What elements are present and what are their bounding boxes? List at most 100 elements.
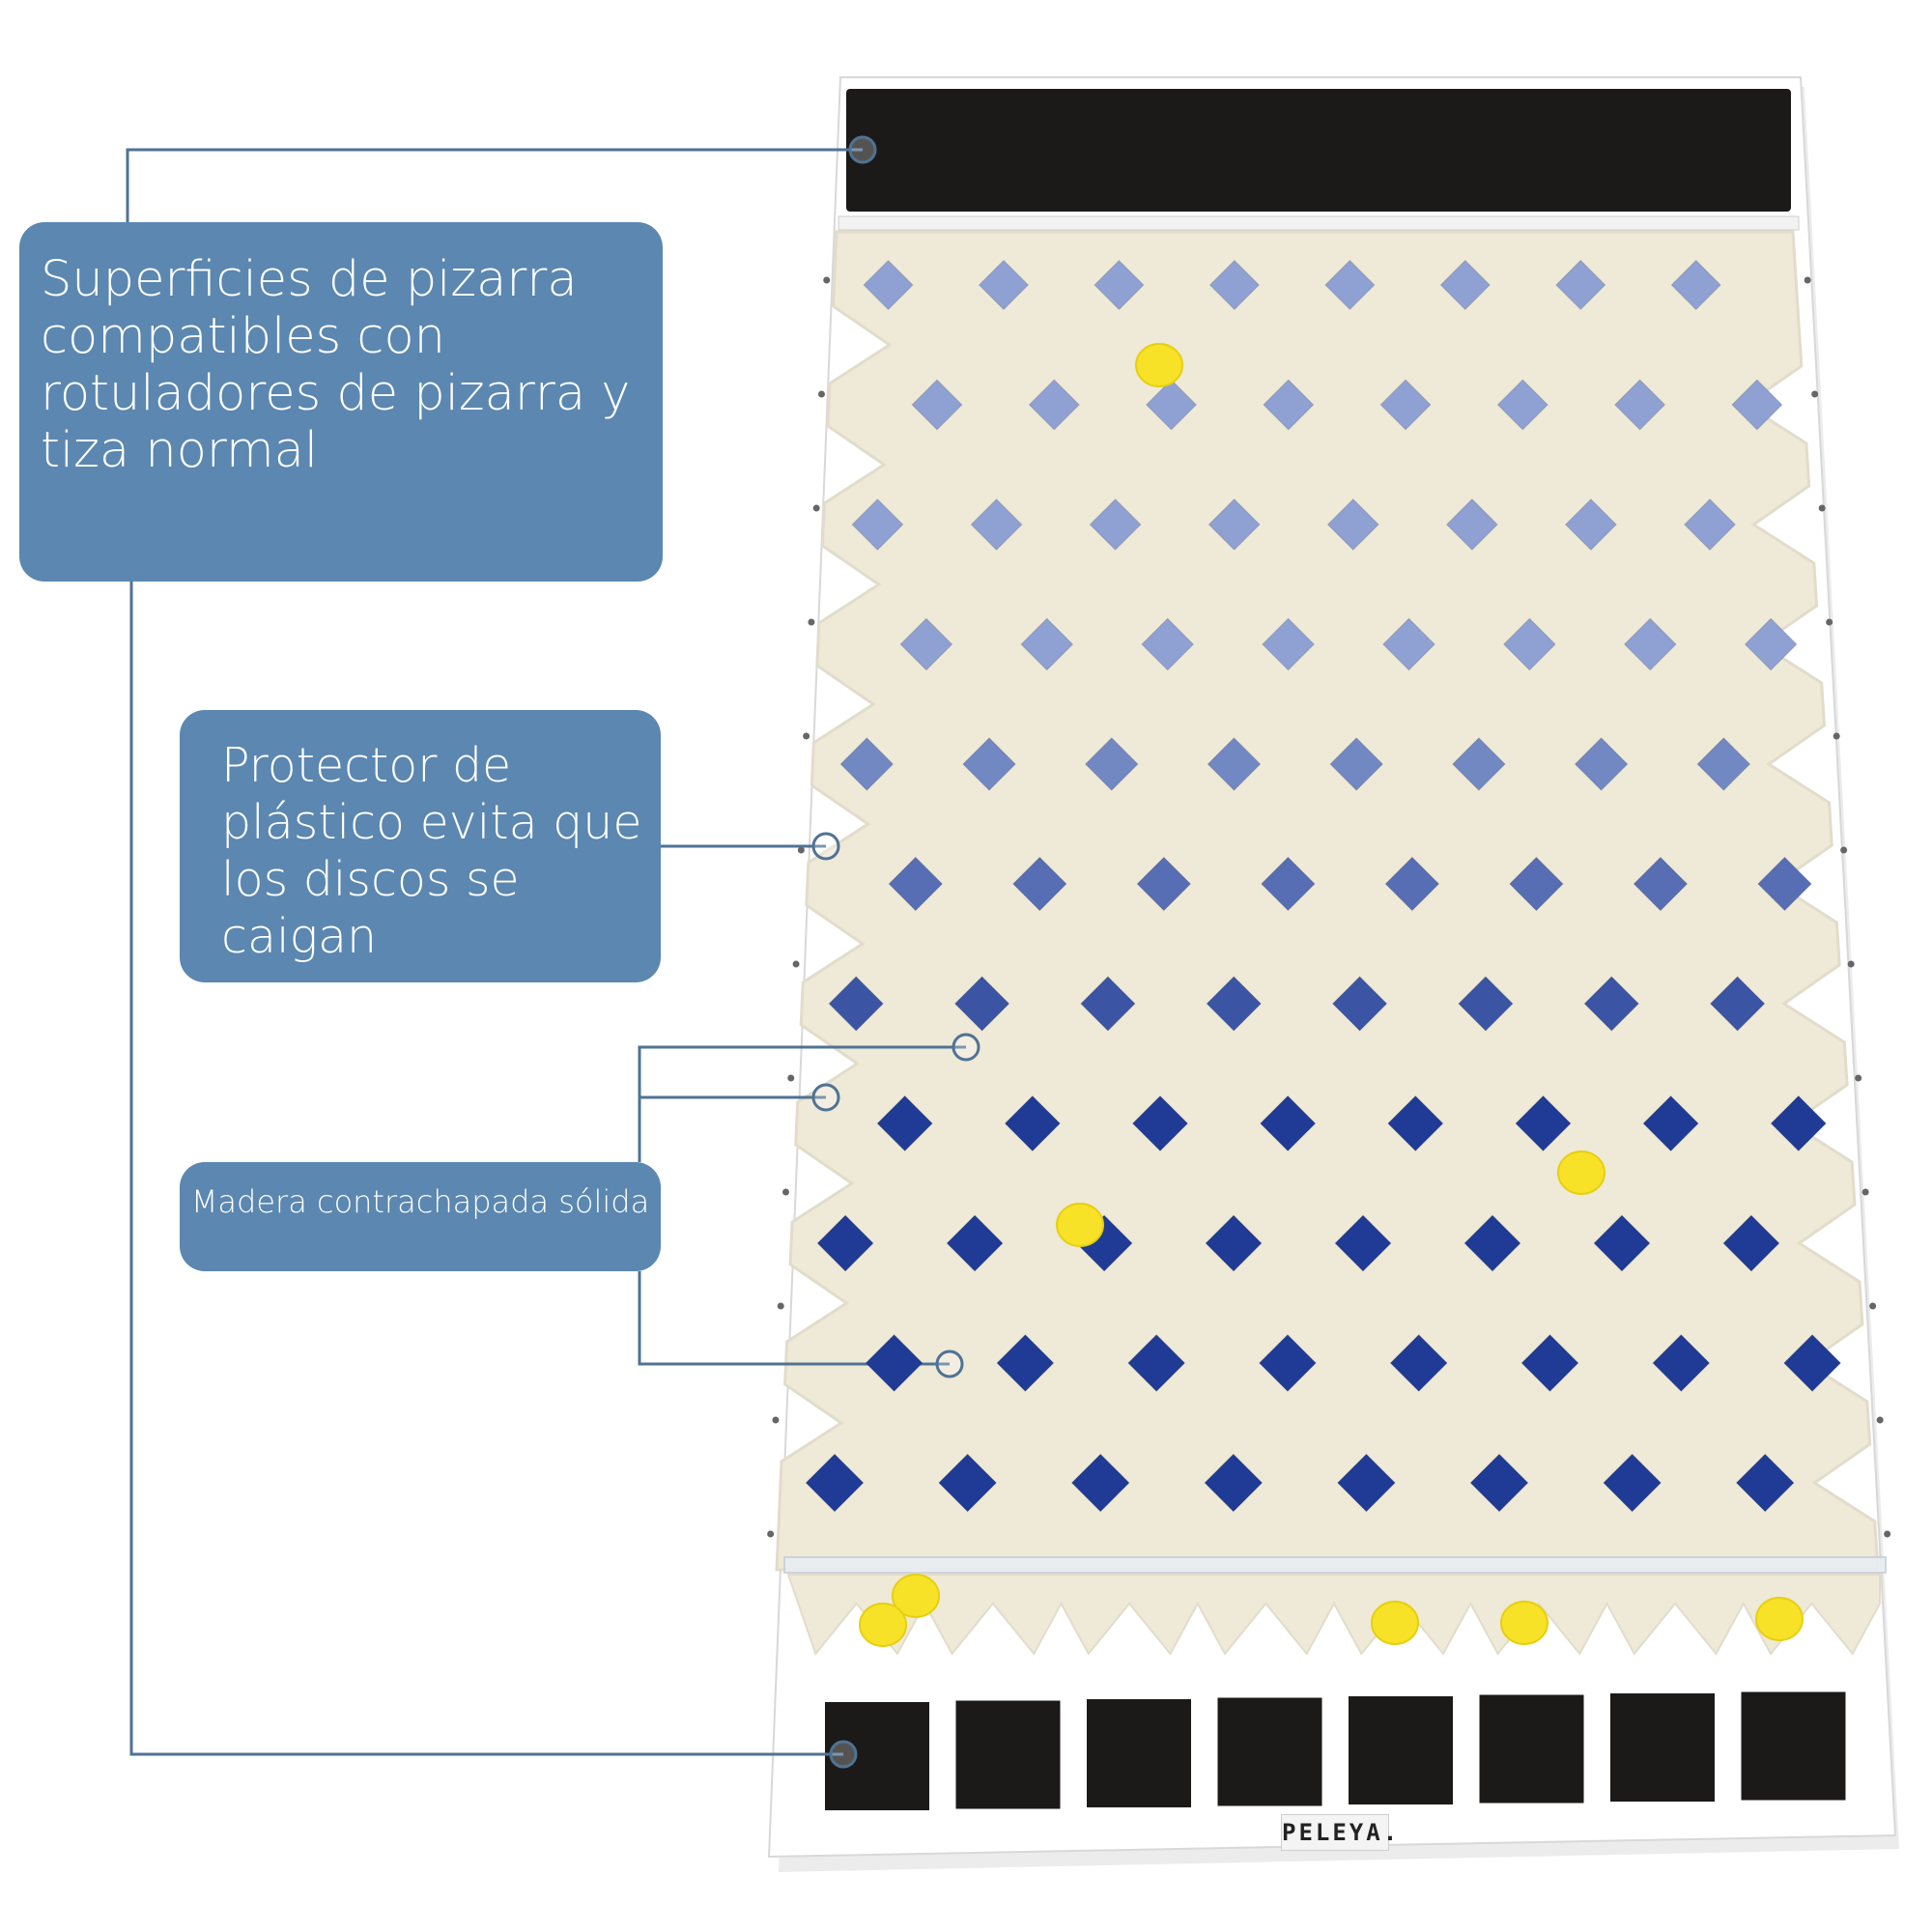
- peg: [1614, 379, 1666, 431]
- leader-line: [638, 1271, 950, 1366]
- peg: [1520, 1334, 1579, 1392]
- slot-area: [786, 1574, 1881, 1657]
- peg: [1389, 1334, 1448, 1393]
- score-chalkboard-6: [1479, 1694, 1584, 1804]
- peg: [839, 737, 895, 791]
- peg: [1028, 379, 1080, 431]
- peg: [1783, 1334, 1842, 1392]
- screw: [777, 1302, 784, 1310]
- callout-markers: [811, 135, 980, 1769]
- peg: [1387, 1094, 1444, 1152]
- peg: [1382, 617, 1435, 671]
- disc: [859, 1603, 907, 1647]
- leader-lines: [126, 148, 966, 1756]
- peg: [1709, 976, 1766, 1032]
- peg: [876, 1094, 933, 1152]
- peg: [911, 379, 963, 431]
- peg: [1509, 856, 1564, 912]
- callout-marker: [829, 1740, 858, 1769]
- peg: [1555, 259, 1606, 311]
- disc: [1500, 1601, 1548, 1645]
- disc: [1371, 1601, 1419, 1645]
- peg: [1324, 259, 1376, 311]
- callout-plywood-text: Madera contrachapada sólida: [190, 1183, 650, 1220]
- peg: [1744, 617, 1798, 671]
- callout-marker: [952, 1033, 980, 1062]
- peg: [899, 617, 953, 671]
- screw: [797, 846, 805, 854]
- peg: [828, 976, 884, 1032]
- score-chalkboard-7: [1610, 1693, 1715, 1802]
- peg: [1205, 1214, 1263, 1272]
- disc: [1056, 1203, 1104, 1247]
- brand-logo: PELEYA.: [1281, 1814, 1397, 1851]
- screw: [808, 618, 815, 626]
- peg: [1384, 856, 1440, 912]
- screw: [772, 1416, 780, 1424]
- peg: [1094, 259, 1145, 311]
- callout-plastic-guard-text: Protector de plástico evita que los disc…: [221, 738, 642, 964]
- peg: [996, 1333, 1055, 1392]
- peg: [962, 737, 1016, 791]
- peg: [1574, 737, 1629, 791]
- peg: [1012, 856, 1067, 912]
- screw: [1826, 618, 1833, 626]
- peg: [1020, 617, 1074, 671]
- screw: [782, 1188, 790, 1196]
- peg: [1696, 737, 1751, 791]
- peg: [863, 259, 914, 311]
- peg: [888, 856, 944, 912]
- peg: [1564, 498, 1617, 552]
- peg: [816, 1214, 874, 1272]
- peg: [805, 1453, 865, 1513]
- peg: [1623, 617, 1677, 671]
- score-chalkboard-2: [955, 1700, 1061, 1809]
- peg: [1502, 617, 1556, 671]
- peg: [970, 498, 1023, 552]
- peg: [1329, 737, 1384, 791]
- callout-plywood: Madera contrachapada sólida: [180, 1162, 661, 1271]
- peg: [1735, 1453, 1795, 1513]
- callout-marker: [848, 135, 877, 164]
- peg: [1084, 737, 1139, 791]
- peg: [1469, 1453, 1529, 1513]
- peg: [1070, 1453, 1130, 1513]
- peg: [1326, 497, 1379, 551]
- peg: [1127, 1333, 1186, 1392]
- peg: [1207, 737, 1262, 791]
- screw: [817, 390, 825, 398]
- peg: [1458, 976, 1514, 1032]
- top-chalkboard: [846, 89, 1791, 212]
- screw: [1818, 504, 1826, 512]
- screw: [1847, 960, 1855, 968]
- disc: [1557, 1151, 1605, 1195]
- screw: [823, 276, 831, 284]
- score-chalkboard-3: [1087, 1699, 1191, 1807]
- peg: [953, 976, 1010, 1032]
- peg: [1334, 1214, 1392, 1272]
- peg: [1204, 1453, 1264, 1513]
- peg: [1261, 856, 1316, 912]
- peg: [1439, 259, 1491, 311]
- callout-chalkboard-text: Superficies de pizarra compatibles con r…: [41, 251, 631, 479]
- peg: [1258, 1334, 1317, 1393]
- peg: [1670, 259, 1721, 311]
- peg: [1208, 497, 1261, 552]
- peg: [1652, 1334, 1711, 1392]
- peg: [865, 1334, 923, 1392]
- screw: [803, 732, 810, 740]
- score-chalkboard-4: [1217, 1697, 1322, 1806]
- callout-chalkboard-surfaces: Superficies de pizarra compatibles con r…: [19, 222, 663, 582]
- peg: [1633, 856, 1689, 912]
- peg: [1080, 976, 1136, 1032]
- screw: [767, 1530, 775, 1538]
- disc: [892, 1574, 940, 1618]
- peg: [1262, 617, 1316, 671]
- score-chalkboard-5: [1349, 1696, 1453, 1804]
- peg: [978, 259, 1030, 311]
- screw: [792, 960, 800, 968]
- peg: [1337, 1453, 1396, 1513]
- peg: [946, 1214, 1004, 1272]
- peg: [1452, 737, 1506, 791]
